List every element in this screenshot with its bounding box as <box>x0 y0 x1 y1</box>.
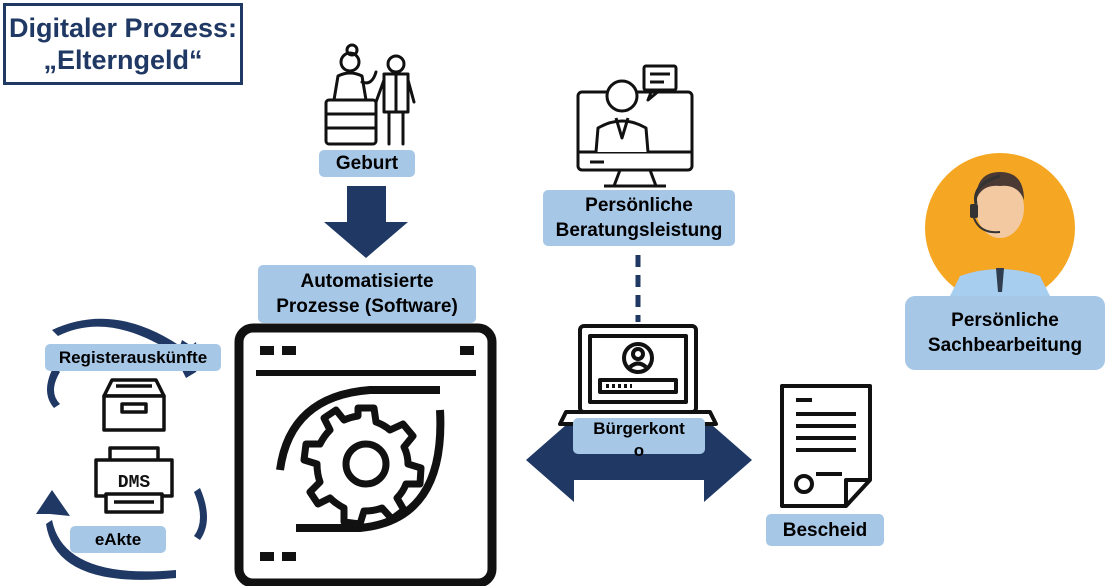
label-geburt-text: Geburt <box>335 153 399 174</box>
label-beratung-line-2: Beratungsleistung <box>555 220 723 241</box>
label-buergerkonto-line-1: Bürgerkont <box>593 419 685 438</box>
software-gear-window-icon <box>234 323 497 586</box>
diagram-title: Digitaler Prozess: „Elterngeld“ <box>3 3 243 85</box>
label-buergerkonto: Bürgerkont o <box>573 418 705 460</box>
label-eakte-text: eAkte <box>94 530 142 549</box>
geburt-down-arrow <box>324 186 408 258</box>
consultant-monitor-icon <box>576 64 694 188</box>
label-bescheid-text: Bescheid <box>782 519 868 541</box>
label-persoenliche-sachbearbeitung: Persönliche Sachbearbeitung <box>905 296 1105 370</box>
dms-text: DMS <box>118 473 151 493</box>
label-persoenliche-beratung: Persönliche Beratungsleistung <box>543 190 735 246</box>
label-eakte: eAkte <box>70 526 166 553</box>
label-sachbearbeitung-line-2: Sachbearbeitung <box>927 335 1083 356</box>
label-sachbearbeitung-line-1: Persönliche <box>951 310 1059 331</box>
title-line-1: Digitaler Prozess: <box>8 13 238 43</box>
dms-printer-icon: DMS <box>94 446 174 514</box>
label-geburt: Geburt <box>319 150 415 177</box>
document-icon <box>780 384 872 508</box>
title-line-2: „Elterngeld“ <box>43 45 203 75</box>
label-buergerkonto-line-2: o <box>633 441 645 460</box>
call-center-agent-icon <box>925 153 1075 303</box>
label-registerauskuenfte-text: Registerauskünfte <box>58 348 208 367</box>
laptop-login-icon <box>558 324 718 426</box>
bidirectional-arrow <box>526 418 752 502</box>
archive-drawer-icon <box>102 378 166 432</box>
label-bescheid: Bescheid <box>766 514 884 546</box>
label-beratung-line-1: Persönliche <box>585 195 693 216</box>
birth-family-icon <box>324 43 416 146</box>
label-registerauskuenfte: Registerauskünfte <box>45 344 221 371</box>
label-automatisierte-prozesse: Automatisierte Prozesse (Software) <box>258 265 476 323</box>
label-automatisierte-line-1: Automatisierte <box>300 271 434 292</box>
label-automatisierte-line-2: Prozesse (Software) <box>276 296 458 317</box>
